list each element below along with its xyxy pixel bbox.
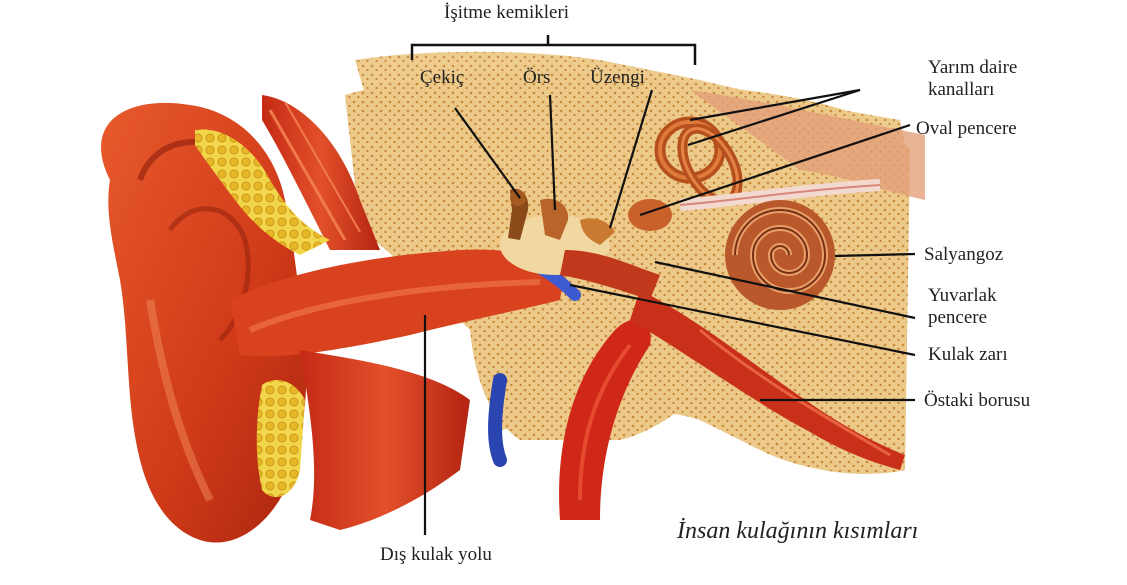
- lower-muscle: [300, 350, 470, 530]
- semicircular-label-line1: Yarım daire: [928, 58, 1017, 77]
- ossicles-group-label: İşitme kemikleri: [444, 3, 569, 22]
- semicircular-label-line2: kanalları: [928, 80, 994, 99]
- oval-window-label: Oval pencere: [916, 119, 1017, 138]
- stirrup-label: Üzengi: [590, 68, 645, 87]
- eardrum-label: Kulak zarı: [928, 345, 1008, 364]
- cochlea-label: Salyangoz: [924, 245, 1003, 264]
- anvil-label: Örs: [523, 68, 550, 87]
- hammer-label: Çekiç: [420, 68, 464, 87]
- pinna-cartilage-lower: [257, 380, 305, 497]
- ear-canal-label: Dış kulak yolu: [380, 545, 492, 564]
- round-window-label-line2: pencere: [928, 308, 987, 327]
- cochlea: [725, 200, 835, 310]
- eustachian-label: Östaki borusu: [924, 391, 1030, 410]
- vein: [495, 380, 500, 460]
- diagram-title: İnsan kulağının kısımları: [677, 518, 918, 545]
- vestibule: [628, 199, 672, 231]
- round-window-label-line1: Yuvarlak: [928, 286, 997, 305]
